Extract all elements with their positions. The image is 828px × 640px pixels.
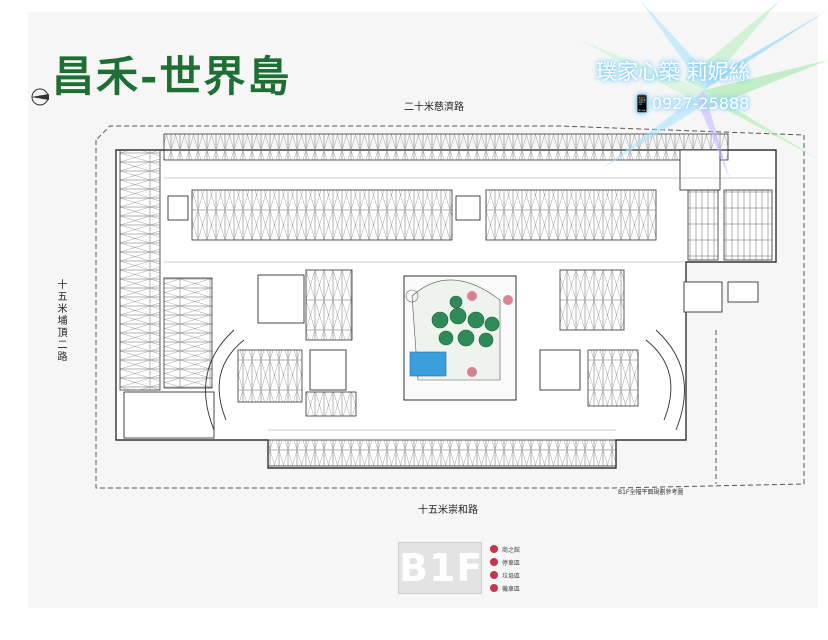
legend-label: 機車區 bbox=[502, 585, 521, 593]
legend-marker-icon bbox=[490, 558, 498, 566]
legend-item: 垃圾區 bbox=[490, 569, 520, 581]
watermark-phone: 📱0927-25888 bbox=[632, 94, 750, 113]
road-label-north: 二十米慈濟路 bbox=[404, 102, 464, 113]
legend-marker-icon bbox=[490, 584, 498, 592]
legend: 商之館 停車區 垃圾區 機車區 bbox=[490, 543, 520, 595]
road-label-west: 十五米埔頂二路 bbox=[57, 280, 68, 363]
compass-icon bbox=[31, 88, 49, 106]
legend-item: 機車區 bbox=[490, 582, 520, 594]
road-label-south: 十五米崇和路 bbox=[418, 505, 478, 516]
courtyard-trees bbox=[431, 295, 500, 348]
watermark-burst bbox=[580, 0, 828, 180]
legend-marker-icon bbox=[490, 545, 498, 553]
project-title: 昌禾-世界島 bbox=[52, 52, 292, 101]
legend-label: 商之館 bbox=[502, 546, 521, 554]
pool bbox=[409, 351, 447, 377]
legend-marker-icon bbox=[490, 571, 498, 579]
watermark-brand: 璞家心築 莉妮絲 bbox=[596, 60, 750, 84]
legend-label: 停車區 bbox=[502, 559, 521, 567]
legend-label: 垃圾區 bbox=[502, 572, 521, 580]
floor-label: B1F bbox=[398, 542, 482, 594]
plan-caption: B1F全幅平面規劃參考圖 bbox=[618, 489, 684, 496]
legend-item: 停車區 bbox=[490, 556, 520, 568]
site-boundary bbox=[95, 125, 805, 489]
legend-item: 商之館 bbox=[490, 543, 520, 555]
